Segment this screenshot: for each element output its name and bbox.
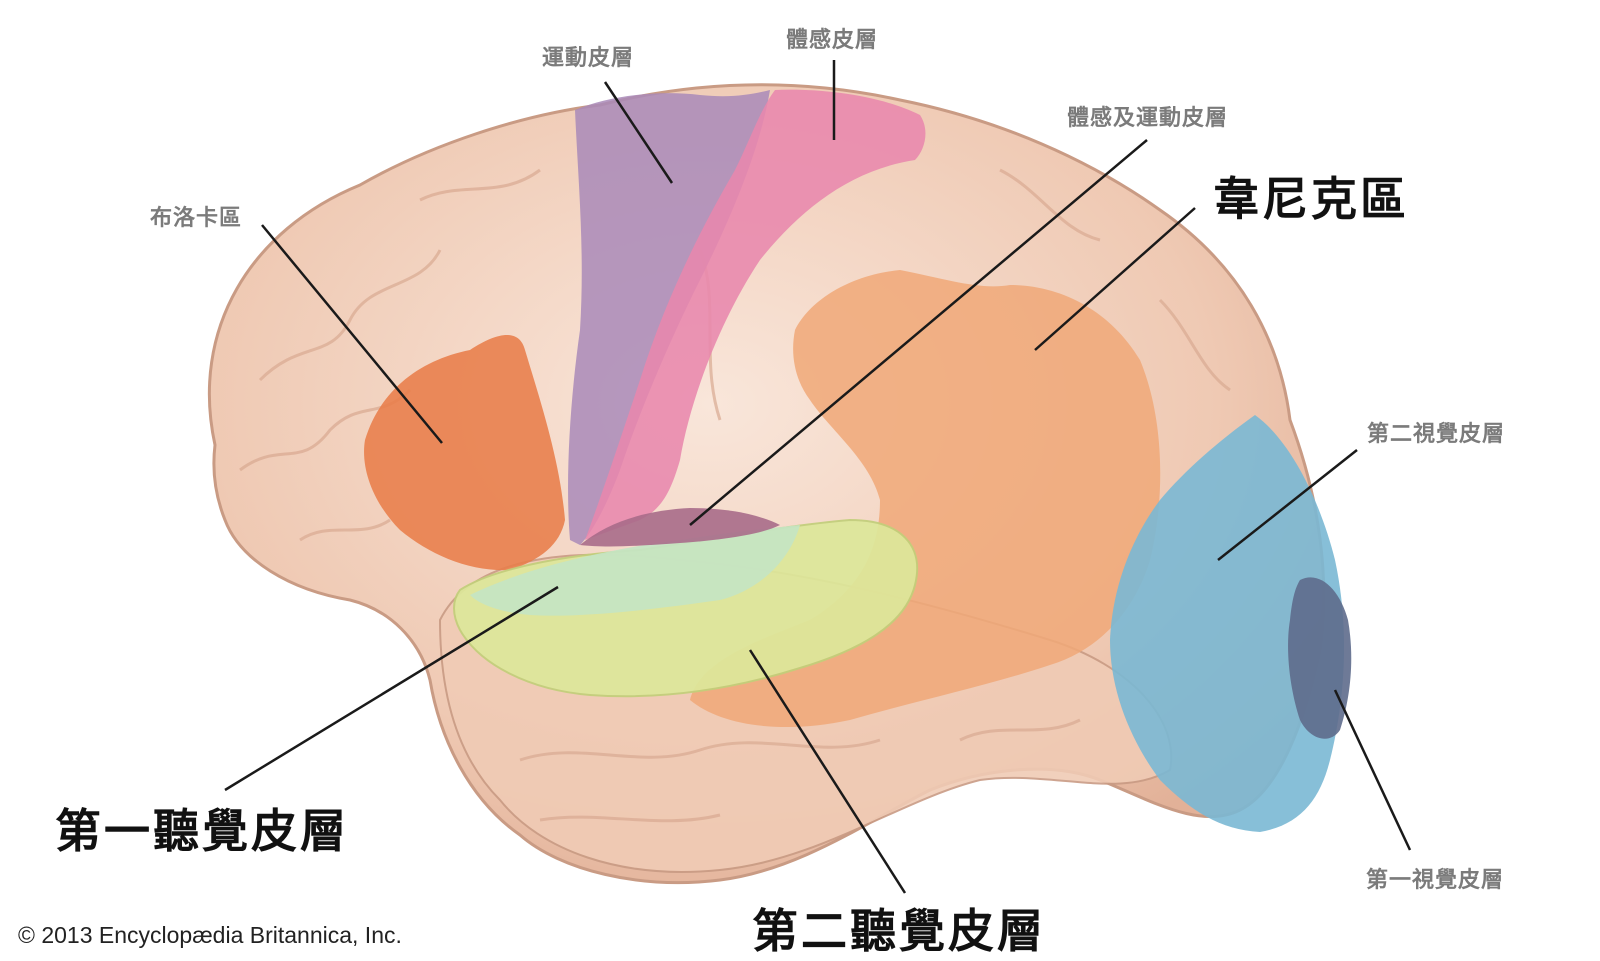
gyri-texture: [239, 168, 1231, 823]
label-primary-visual-cortex: 第一視覺皮層: [1366, 868, 1505, 893]
label-motor-cortex: 運動皮層: [542, 46, 635, 71]
primary-auditory-region: [470, 525, 800, 616]
leader-wernicke: [1034, 207, 1196, 351]
wernicke-area-region: [690, 270, 1161, 728]
leader-primary-auditory: [224, 585, 559, 792]
label-somatosensory-cortex: 體感皮層: [786, 28, 879, 53]
label-secondary-visual-cortex: 第二視覺皮層: [1367, 422, 1506, 447]
leader-sensorimotor: [689, 139, 1148, 526]
leader-lines: [224, 60, 1412, 894]
label-secondary-auditory-cortex: 第二聽覺皮層: [752, 904, 1046, 958]
leader-broca: [261, 224, 443, 444]
sensorimotor-overlap-region: [580, 508, 780, 547]
leader-motor: [603, 81, 674, 184]
label-sensorimotor-cortex: 體感及運動皮層: [1067, 106, 1229, 131]
leader-secondary-auditory: [748, 649, 907, 894]
label-wernicke-area: 韋尼克區: [1213, 172, 1409, 226]
primary-visual-region: [1288, 577, 1352, 739]
leader-secondary-visual: [1217, 449, 1358, 561]
secondary-visual-region: [1110, 415, 1345, 832]
leader-primary-visual: [1333, 689, 1412, 851]
copyright-notice: © 2013 Encyclopædia Britannica, Inc.: [18, 922, 402, 948]
label-broca-area: 布洛卡區: [150, 206, 243, 231]
label-primary-auditory-cortex: 第一聽覺皮層: [55, 804, 349, 858]
somatosensory-cortex-region: [585, 89, 926, 540]
broca-area-region: [364, 335, 565, 571]
